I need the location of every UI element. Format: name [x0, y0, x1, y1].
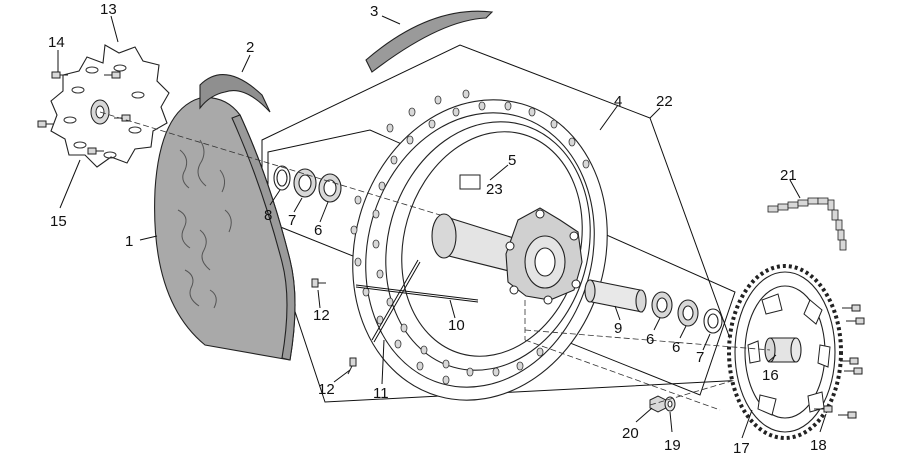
callout-6-right-b: 6 — [672, 339, 680, 356]
tire-tread-pattern — [177, 139, 232, 309]
callout-3: 3 — [370, 3, 378, 20]
callout-23: 23 — [486, 181, 503, 198]
callout-17: 17 — [733, 440, 750, 457]
inner-tube — [199, 74, 271, 113]
callout-12-top: 12 — [313, 307, 330, 324]
callout-11: 11 — [373, 385, 389, 402]
callout-21: 21 — [780, 167, 797, 184]
callout-13: 13 — [100, 1, 117, 18]
brake-disc — [50, 44, 170, 168]
left-seals-bearings — [273, 165, 342, 203]
callout-18: 18 — [810, 437, 827, 454]
callout-19: 19 — [664, 437, 681, 454]
tire-sidewall — [231, 114, 296, 361]
callout-6-left: 6 — [314, 222, 322, 239]
callout-2: 2 — [246, 39, 254, 56]
wheel-hub — [431, 207, 583, 305]
callout-box-23 — [459, 174, 481, 190]
nut-washer — [649, 395, 676, 413]
callout-14: 14 — [48, 34, 65, 51]
callout-9: 9 — [614, 320, 622, 337]
callout-22: 22 — [656, 93, 673, 110]
callout-10: 10 — [448, 317, 465, 334]
leader-lines — [57, 15, 827, 439]
callout-6-right-a: 6 — [646, 331, 654, 348]
callout-1: 1 — [125, 233, 133, 250]
callout-7-left: 7 — [288, 212, 296, 229]
chain — [767, 197, 847, 251]
callout-8: 8 — [264, 207, 272, 224]
callout-20: 20 — [622, 425, 639, 442]
right-spacer-bearings — [584, 279, 723, 334]
callout-15: 15 — [50, 213, 67, 230]
rim-tape — [365, 10, 494, 73]
callout-5: 5 — [508, 152, 516, 169]
callout-7-right: 7 — [696, 349, 704, 366]
callout-4: 4 — [614, 93, 622, 110]
alignment-lines — [99, 111, 771, 411]
spoke-nipple — [371, 259, 421, 343]
spoke — [355, 284, 479, 303]
rim-holes — [350, 89, 590, 385]
callout-16: 16 — [762, 367, 779, 384]
sprocket-bush — [764, 337, 802, 363]
disc-screws — [37, 71, 131, 155]
sprocket-bolts — [814, 304, 865, 419]
callout-12-bottom: 12 — [318, 381, 335, 398]
